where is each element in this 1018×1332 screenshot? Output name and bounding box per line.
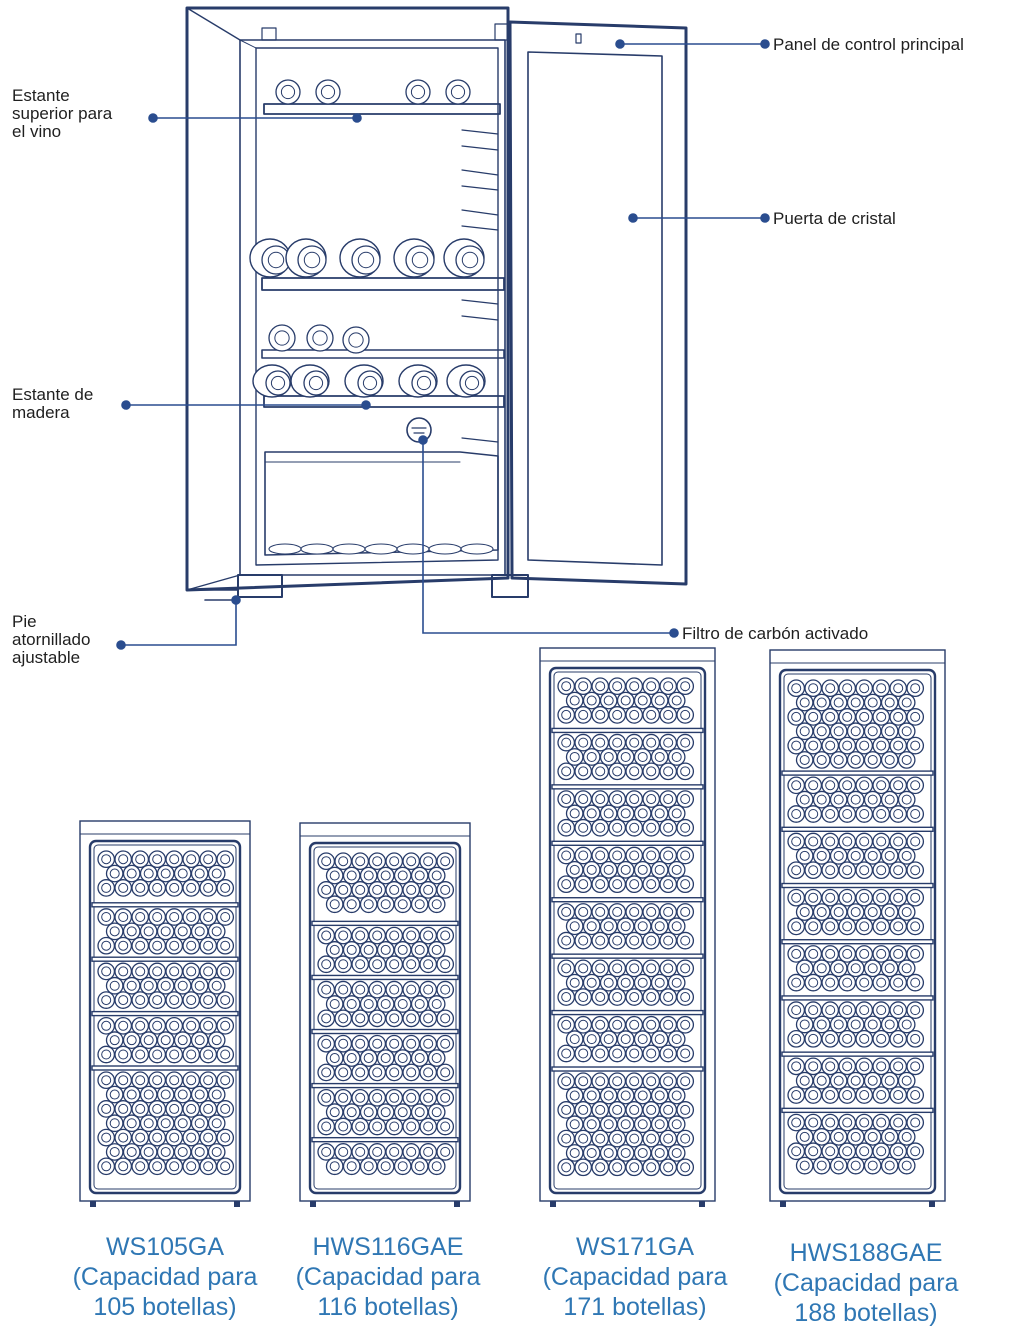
middle-shelf <box>261 277 505 291</box>
model-cabinets <box>79 647 946 1207</box>
main-cabinet-bottles <box>249 79 494 555</box>
model-cabinet-2 <box>299 822 471 1207</box>
model-label-hws116gae: HWS116GAE (Capacidad para 116 botellas) <box>295 1233 481 1321</box>
callout-foot: Pie atornillado ajustable <box>12 612 91 667</box>
cabinet-body <box>185 6 510 592</box>
bottom-drawer <box>264 451 499 556</box>
callout-top-shelf: Estante superior para el vino <box>12 86 113 141</box>
model-label-hws188gae: HWS188GAE (Capacidad para 188 botellas) <box>773 1239 959 1327</box>
glass-door <box>508 20 688 586</box>
callout-control-panel: Panel de control principal <box>773 35 964 54</box>
top-wine-shelf <box>263 103 501 115</box>
model-label-ws171ga: WS171GA (Capacidad para 171 botellas) <box>542 1233 728 1321</box>
model-label-ws105ga: WS105GA (Capacidad para 105 botellas) <box>72 1233 258 1321</box>
callout-glass-door: Puerta de cristal <box>773 209 896 228</box>
wooden-shelf <box>263 395 505 408</box>
main-cabinet <box>185 6 688 601</box>
leader-lines <box>116 39 770 650</box>
model-cabinet-3 <box>539 647 716 1207</box>
callout-wood-shelf: Estante de madera <box>12 385 94 422</box>
callout-carbon-filter: Filtro de carbón activado <box>682 624 869 643</box>
adjustable-foot <box>237 574 283 598</box>
model-cabinet-1 <box>79 820 251 1207</box>
model-cabinet-4 <box>769 649 946 1207</box>
shelf-three <box>261 349 505 359</box>
